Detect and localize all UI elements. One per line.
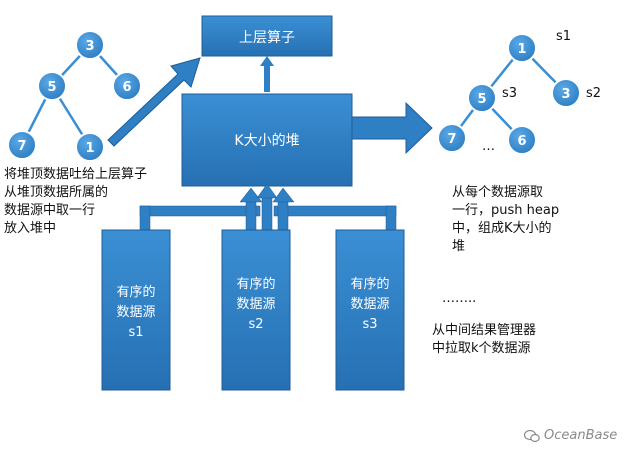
source-line: s1 [128, 325, 143, 340]
source-line: 数据源 [116, 305, 155, 320]
node-label: 7 [447, 132, 456, 147]
caption-line: 一行，push heap [452, 203, 560, 218]
node-label: 3 [85, 39, 94, 54]
upper-operator-label: 上层算子 [239, 30, 295, 46]
source-box-s1: 有序的 数据源 s1 [101, 229, 171, 391]
caption-line: 放入堆中 [4, 221, 57, 236]
left-caption: 将堆顶数据吐给上层算子 从堆顶数据所属的 数据源中取一行 放入堆中 [4, 166, 147, 238]
output-arrow [107, 57, 201, 147]
watermark-text: OceanBase [544, 428, 618, 443]
right-tree: 1 5 3 7 6 s1 s3 s2 … [437, 29, 601, 155]
wechat-icon [524, 429, 540, 442]
right-tree-node: 5 [467, 83, 497, 113]
heap-box: K大小的堆 [181, 93, 353, 187]
left-tree-node: 1 [75, 132, 105, 162]
caption-line: 中，组成K大小的 [452, 221, 552, 236]
caption-line: 中拉取k个数据源 [432, 341, 531, 356]
source-tag-s1: s1 [556, 29, 571, 44]
node-label: 1 [517, 42, 526, 57]
node-label: 5 [47, 80, 56, 95]
left-tree-node: 7 [7, 130, 37, 160]
source-line: 数据源 [350, 297, 389, 312]
caption-line: 数据源中取一行 [4, 203, 96, 218]
right-caption-manager: 从中间结果管理器 中拉取k个数据源 [432, 322, 536, 358]
source-line: s2 [248, 317, 263, 332]
upper-operator-box: 上层算子 [201, 15, 333, 57]
left-tree-node: 3 [75, 30, 105, 60]
source-box-s3: 有序的 数据源 s3 [335, 229, 405, 391]
right-caption-heap: 从每个数据源取 一行，push heap 中，组成K大小的 堆 [452, 184, 559, 256]
left-tree-node: 6 [112, 71, 142, 101]
source-tag-s2: s2 [586, 86, 601, 101]
node-label: 6 [517, 134, 526, 149]
left-tree-edges [20, 44, 128, 148]
left-tree-node: 5 [37, 71, 67, 101]
node-label: 6 [122, 80, 131, 95]
caption-line: 从中间结果管理器 [432, 323, 537, 338]
node-label: 5 [477, 92, 486, 107]
source-box-s2: 有序的 数据源 s2 [221, 229, 291, 391]
right-tree-node: 6 [507, 125, 537, 155]
heap-tree-arrow [351, 101, 433, 155]
left-tree: 3 5 6 7 1 [7, 30, 142, 162]
right-tree-node: 3 [551, 78, 581, 108]
source-line: 有序的 [236, 276, 275, 292]
node-label: 1 [85, 141, 94, 156]
source-line: 有序的 [116, 284, 155, 300]
source-line: s3 [362, 317, 377, 332]
caption-line: 从堆顶数据所属的 [4, 185, 109, 200]
caption-line: 将堆顶数据吐给上层算子 [4, 167, 148, 182]
heap-to-operator-arrow [260, 56, 274, 92]
watermark: OceanBase [524, 428, 617, 443]
heap-label: K大小的堆 [234, 133, 299, 149]
node-label: 7 [17, 139, 26, 154]
source-tag-s3: s3 [502, 86, 517, 101]
right-tree-node: 1 [507, 33, 537, 63]
source-line: 数据源 [236, 297, 275, 312]
merge-connectors [139, 183, 397, 235]
source-line: 有序的 [350, 276, 389, 292]
node-label: 3 [561, 87, 570, 102]
tree-ellipsis: … [482, 139, 495, 154]
dots-text: …….. [442, 291, 477, 306]
right-tree-node: 7 [437, 123, 467, 153]
caption-line: 从每个数据源取 [452, 185, 544, 200]
caption-line: 堆 [452, 239, 466, 254]
